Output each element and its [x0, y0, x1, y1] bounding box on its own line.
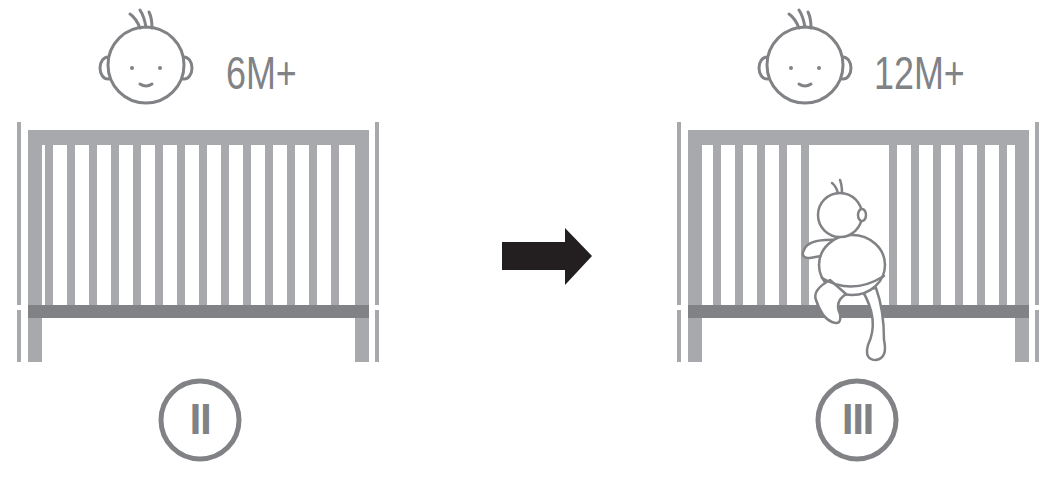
baby-head-icon: [100, 10, 192, 103]
toddler-figure: [803, 180, 885, 360]
stage-numeral: III: [842, 400, 873, 440]
age-label: 12M+: [874, 50, 965, 96]
crib-side: [17, 122, 379, 362]
crib-side: [677, 122, 1039, 362]
baby-head-icon: [759, 10, 851, 103]
stage-badge: II: [158, 378, 242, 462]
stage-badge: III: [815, 378, 899, 462]
age-label: 6M+: [226, 50, 297, 96]
transition-arrow: [502, 228, 592, 285]
stage-numeral: II: [190, 400, 211, 440]
badge-outline: [161, 381, 239, 459]
badge-outline: [818, 381, 896, 459]
